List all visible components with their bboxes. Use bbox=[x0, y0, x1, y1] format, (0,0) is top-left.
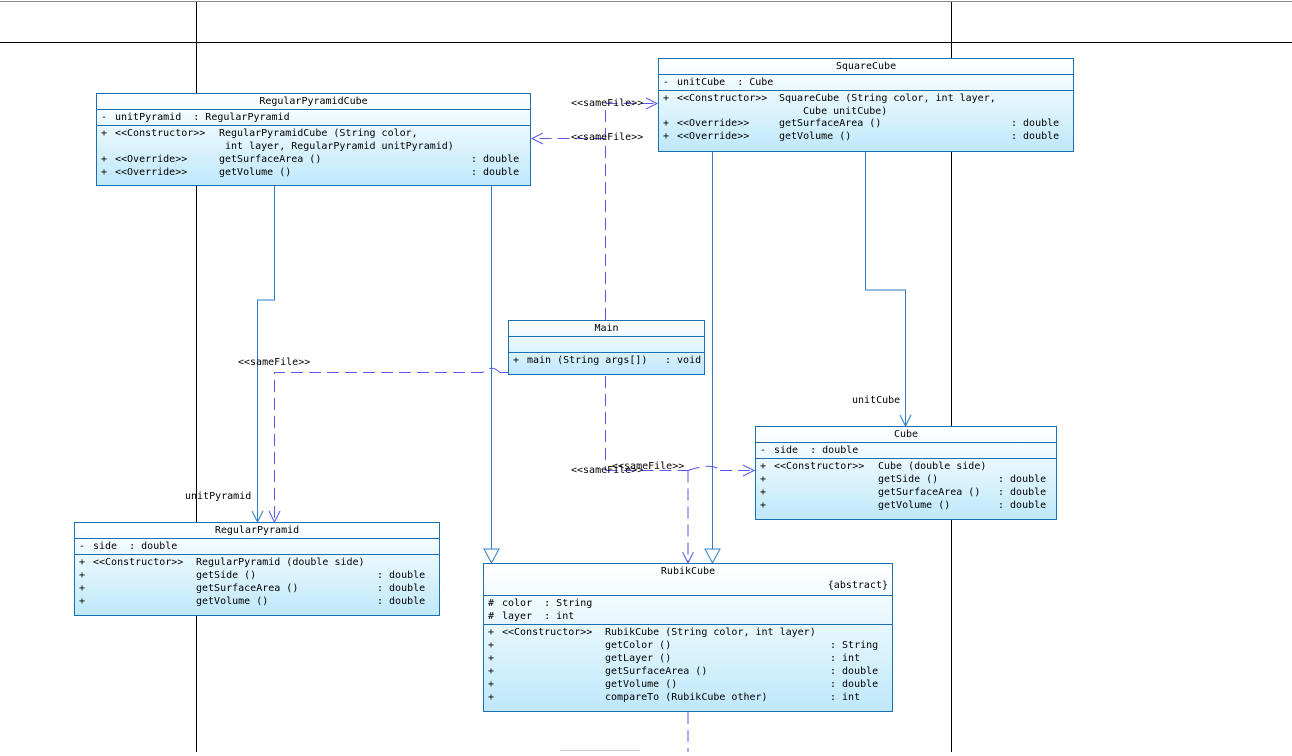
method-row: + compareTo (RubikCube other) : int bbox=[488, 692, 861, 703]
attributes-section bbox=[509, 337, 704, 353]
generalization-regularpyramidcube-rubikcube bbox=[483, 186, 500, 565]
method-row: + <<Constructor>> Cube (double side) bbox=[760, 461, 987, 472]
method-row: + getColor () : String bbox=[488, 640, 879, 651]
method-row: + getSide () : double bbox=[79, 570, 426, 581]
samefile-label-3: <<sameFile>> bbox=[238, 357, 311, 368]
samefile-label-1: <<sameFile>> bbox=[571, 98, 644, 109]
method-row: + <<Constructor>> RubikCube (String colo… bbox=[488, 627, 816, 638]
attribute-row: # layer : int bbox=[488, 611, 575, 622]
methods-section: + <<Constructor>> RubikCube (String colo… bbox=[484, 625, 892, 705]
class-name: Main bbox=[509, 321, 704, 337]
class-main[interactable]: Main + main (String args[]) : void bbox=[508, 320, 705, 375]
method-row: Cube unitCube) bbox=[797, 106, 888, 117]
class-name: SquareCube bbox=[659, 59, 1073, 75]
class-name: Cube bbox=[756, 427, 1056, 443]
method-row: + getSurfaceArea () : double bbox=[79, 583, 426, 594]
abstract-stereotype: {abstract} bbox=[484, 579, 892, 596]
samefile-label-2: <<sameFile>> bbox=[571, 132, 644, 143]
method-row: + <<Override>> getVolume () : double bbox=[101, 167, 520, 178]
method-row: + getLayer () : int bbox=[488, 653, 861, 664]
attribute-row: # color : String bbox=[488, 598, 593, 609]
class-regularpyramidcube[interactable]: RegularPyramidCube - unitPyramid : Regul… bbox=[96, 93, 531, 186]
association-unitcube bbox=[865, 152, 912, 428]
samefile-label-4: <<sameFile>> bbox=[571, 465, 644, 476]
methods-section: + <<Constructor>> SquareCube (String col… bbox=[659, 91, 1073, 144]
association-unitpyramid bbox=[251, 186, 275, 524]
methods-section: + main (String args[]) : void bbox=[509, 353, 704, 368]
attribute-row: - unitCube : Cube bbox=[663, 77, 774, 88]
class-cube[interactable]: Cube - side : double + <<Constructor>> C… bbox=[755, 426, 1057, 520]
method-row: + <<Override>> getSurfaceArea () : doubl… bbox=[663, 118, 1060, 129]
method-row: + <<Constructor>> RegularPyramid (double… bbox=[79, 557, 365, 568]
attributes-section: - unitPyramid : RegularPyramid bbox=[97, 110, 530, 126]
method-row: + <<Override>> getSurfaceArea () : doubl… bbox=[101, 154, 520, 165]
method-row: + <<Constructor>> SquareCube (String col… bbox=[663, 93, 996, 104]
attribute-row: - side : double bbox=[760, 445, 859, 456]
methods-section: + <<Constructor>> RegularPyramid (double… bbox=[75, 555, 439, 609]
method-row: + getVolume () : double bbox=[79, 596, 426, 607]
class-squarecube[interactable]: SquareCube - unitCube : Cube + <<Constru… bbox=[658, 58, 1074, 152]
attribute-row: - side : double bbox=[79, 541, 178, 552]
method-row: + main (String args[]) : void bbox=[513, 355, 702, 366]
class-regularpyramid[interactable]: RegularPyramid - side : double + <<Const… bbox=[74, 522, 440, 616]
class-name: RegularPyramid bbox=[75, 523, 439, 539]
dependency-lines bbox=[274, 103, 754, 752]
method-row: + getVolume () : double bbox=[488, 679, 879, 690]
method-row: + getSide () : double bbox=[760, 474, 1047, 485]
methods-section: + <<Constructor>> RegularPyramidCube (St… bbox=[97, 126, 530, 180]
class-rubikcube[interactable]: RubikCube {abstract} # color : String # … bbox=[483, 563, 893, 712]
methods-section: + <<Constructor>> Cube (double side) + g… bbox=[756, 459, 1056, 513]
attribute-row: - unitPyramid : RegularPyramid bbox=[101, 112, 290, 123]
attributes-section: - unitCube : Cube bbox=[659, 75, 1073, 91]
samefile-label-5: <<sameFile>> bbox=[612, 461, 685, 472]
class-name: RegularPyramidCube bbox=[97, 94, 530, 110]
class-name: RubikCube bbox=[660, 566, 716, 577]
method-row: + getVolume () : double bbox=[760, 500, 1047, 511]
method-row: int layer, RegularPyramid unitPyramid) bbox=[219, 141, 454, 152]
method-row: + <<Constructor>> RegularPyramidCube (St… bbox=[101, 128, 418, 139]
attributes-section: - side : double bbox=[75, 539, 439, 555]
method-row: + <<Override>> getVolume () : double bbox=[663, 131, 1060, 142]
unitpyramid-role-label: unitPyramid bbox=[185, 491, 252, 502]
generalization-squarecube-rubikcube bbox=[704, 152, 721, 565]
unitcube-role-label: unitCube bbox=[852, 395, 901, 406]
method-row: + getSurfaceArea () : double bbox=[488, 666, 879, 677]
method-row: + getSurfaceArea () : double bbox=[760, 487, 1047, 498]
attributes-section: # color : String # layer : int bbox=[484, 596, 892, 625]
attributes-section: - side : double bbox=[756, 443, 1056, 459]
